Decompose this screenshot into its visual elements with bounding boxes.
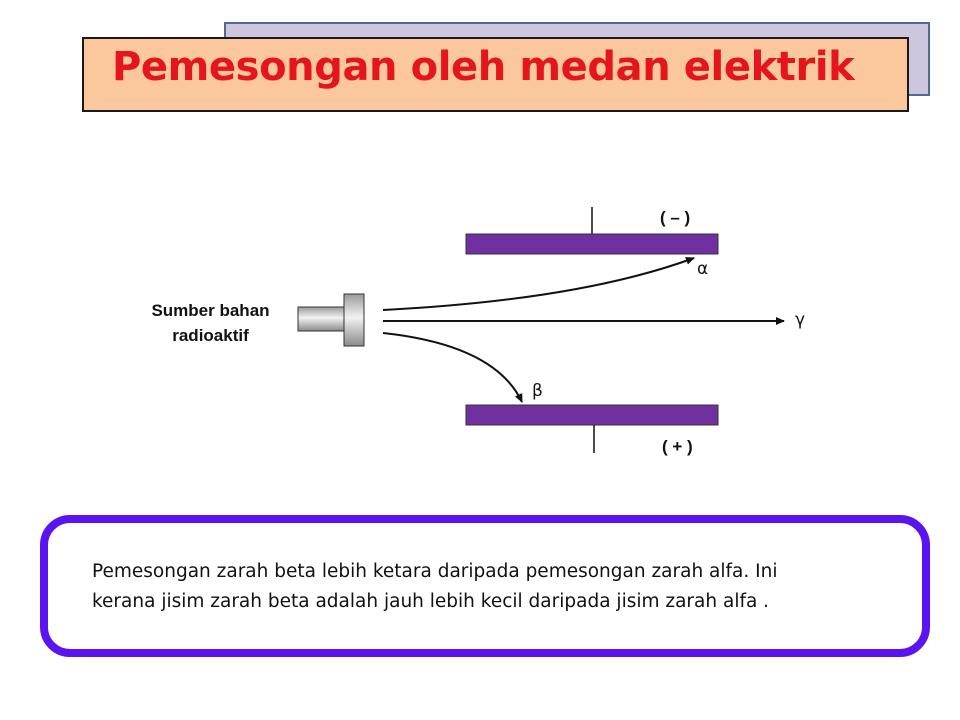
slide-title: Pemesongan oleh medan elektrik (112, 44, 855, 90)
alpha-path-arrow (382, 257, 695, 311)
beta-path-arrow (382, 332, 523, 403)
source-head (343, 293, 365, 347)
source-label-line2: radioaktif (172, 326, 249, 345)
positive-plate-label: ( + ) (662, 437, 693, 456)
info-box (40, 515, 930, 657)
alpha-label: α (697, 259, 709, 279)
positive-plate (465, 404, 719, 426)
negative-plate (465, 233, 719, 255)
gamma-label: γ (795, 310, 806, 330)
info-text: Pemesongan zarah beta lebih ketara darip… (92, 557, 912, 617)
negative-plate-label: ( – ) (660, 208, 691, 227)
info-line-2: kerana jisim zarah beta adalah jauh lebi… (92, 591, 770, 612)
source-barrel (297, 306, 345, 332)
info-line-1: Pemesongan zarah beta lebih ketara darip… (92, 561, 778, 582)
title-box (82, 37, 909, 112)
source-label: Sumber bahan radioaktif (128, 298, 293, 348)
beta-label: β (532, 381, 543, 401)
source-label-line1: Sumber bahan (151, 301, 270, 320)
